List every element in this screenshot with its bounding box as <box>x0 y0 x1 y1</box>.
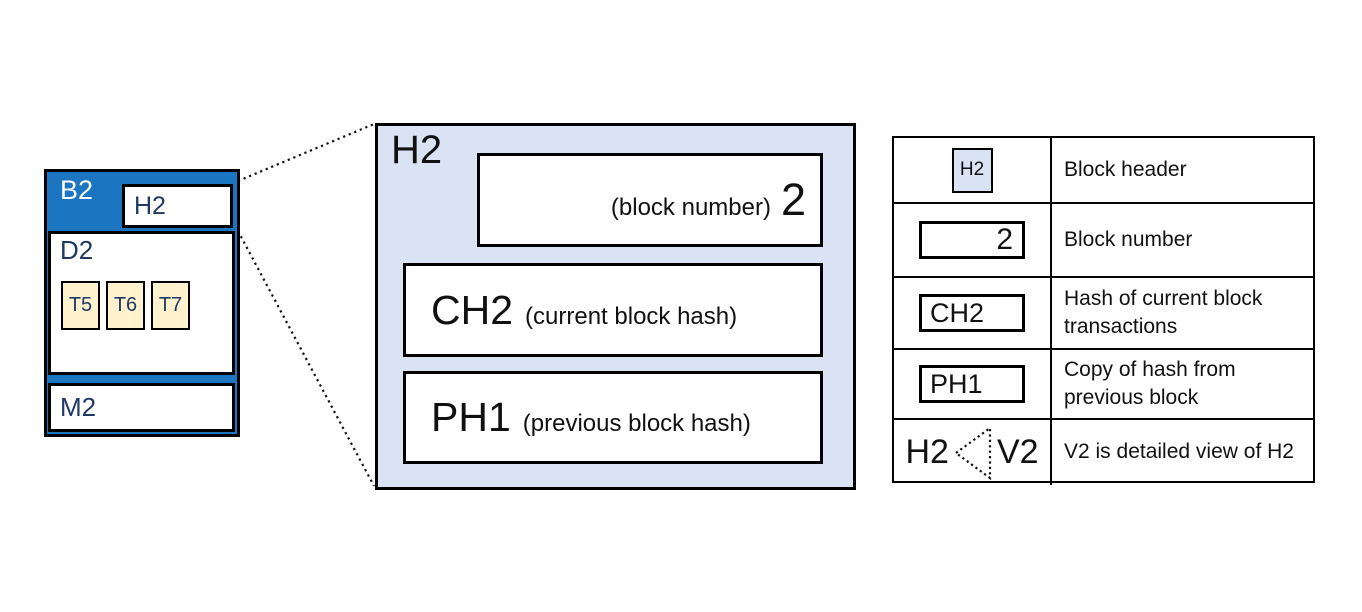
current-hash-value: CH2 <box>431 286 514 333</box>
block-header-h2-box: H2 <box>122 184 233 228</box>
legend-symbol-block-number: 2 <box>894 204 1052 278</box>
block-number-note: (block number) <box>610 194 771 221</box>
block-number-value: 2 <box>780 174 806 225</box>
legend-relation-h2-label: H2 <box>905 433 949 471</box>
legend-ph1-box-label: PH1 <box>930 368 983 399</box>
legend-symbol-previous-hash: PH1 <box>894 350 1052 420</box>
connector-top-dotted-line <box>237 122 375 183</box>
legend-desc-current-hash: Hash of current block transactions <box>1052 278 1313 350</box>
legend-table: H2 Block header 2 Block number CH2 Hash … <box>892 136 1315 485</box>
legend-desc-block-number: Block number <box>1052 204 1313 278</box>
block-b2-label: B2 <box>60 175 94 205</box>
block-data-d2-box: D2 T5 T6 T7 <box>48 231 235 375</box>
legend-ch2-box: CH2 <box>919 294 1025 332</box>
legend-number-box: 2 <box>919 221 1025 259</box>
legend-ph1-box: PH1 <box>919 365 1025 403</box>
detail-view-h2-label: H2 <box>391 128 443 172</box>
legend-symbol-current-hash: CH2 <box>894 278 1052 350</box>
detail-view-triangle-icon <box>954 425 992 480</box>
current-hash-field: CH2 (current block hash) <box>403 263 823 357</box>
legend-relation-v2-label: V2 <box>996 433 1039 471</box>
block-merkle-m2-label: M2 <box>60 392 97 422</box>
block-b2: B2 H2 D2 T5 T6 T7 M2 <box>44 169 240 437</box>
transaction-t6-box: T6 <box>106 281 145 330</box>
legend-desc-block-header: Block header <box>1052 138 1313 204</box>
connector-bottom-dotted-line <box>237 230 375 487</box>
legend-number-box-value: 2 <box>996 223 1013 256</box>
transaction-t7-label: T7 <box>158 294 183 316</box>
current-hash-note: (current block hash) <box>525 302 738 330</box>
transaction-t6-label: T6 <box>113 294 138 316</box>
legend-header-box: H2 <box>951 147 993 193</box>
transaction-t7-box: T7 <box>151 281 190 330</box>
transaction-t5-label: T5 <box>68 294 93 316</box>
block-header-h2-label: H2 <box>134 191 166 220</box>
previous-hash-note: (previous block hash) <box>522 410 751 437</box>
legend-symbol-detail-relation: H2 V2 <box>894 420 1052 485</box>
block-data-d2-label: D2 <box>60 235 94 265</box>
previous-hash-field: PH1 (previous block hash) <box>403 371 823 464</box>
transaction-t5-box: T5 <box>61 281 100 330</box>
legend-header-box-label: H2 <box>959 159 985 180</box>
previous-hash-value: PH1 <box>431 394 511 440</box>
transaction-row: T5 T6 T7 <box>61 281 190 330</box>
legend-symbol-block-header: H2 <box>894 138 1052 204</box>
header-detail-view-v2: H2 (block number) 2 CH2 (current block h… <box>375 123 856 490</box>
legend-desc-detail-relation: V2 is detailed view of H2 <box>1064 440 1294 464</box>
block-merkle-m2-box: M2 <box>48 383 235 432</box>
legend-desc-previous-hash: Copy of hash from previous block <box>1052 350 1313 420</box>
block-number-field: (block number) 2 <box>477 153 823 247</box>
legend-ch2-box-label: CH2 <box>930 297 985 328</box>
